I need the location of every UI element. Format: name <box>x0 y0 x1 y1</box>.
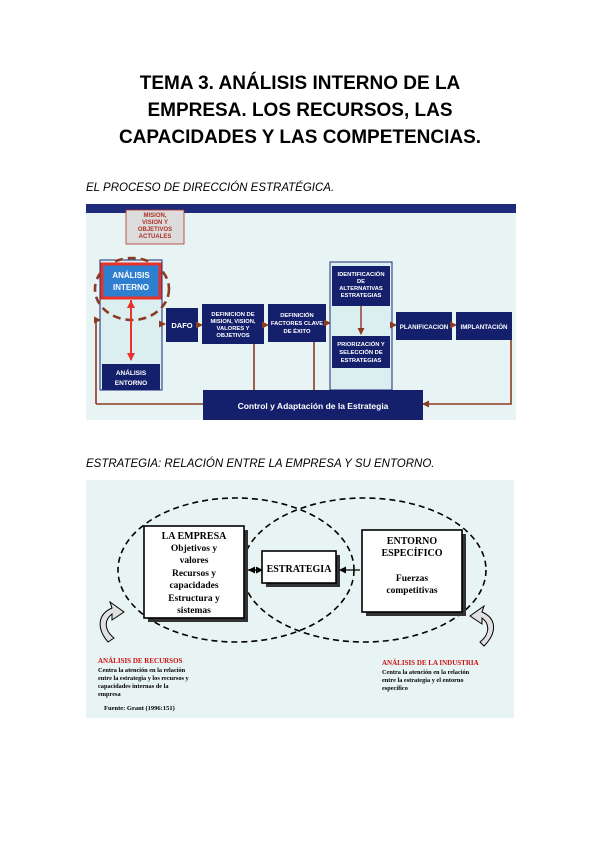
analisis-entorno-line-1: ANÁLISIS <box>116 368 147 377</box>
strategy-environment-diagram: LA EMPRESA Objetivos y valores Recursos … <box>86 480 514 718</box>
planificacion-label: PLANIFICACION <box>400 324 449 331</box>
title-line-2: EMPRESA. LOS RECURSOS, LAS <box>147 100 453 121</box>
environment-ellipse <box>241 497 487 643</box>
analisis-interno-line-2: INTERNO <box>113 283 149 292</box>
analisis-recursos-heading: ANÁLISIS DE RECURSOS <box>98 657 183 665</box>
dafo-label: DAFO <box>171 321 192 330</box>
definicion-mision-line-4: OBJETIVOS <box>216 333 249 339</box>
empresa-line-6: Estructura y <box>168 594 220 604</box>
identificacion-line-3: ALTERNATIVAS <box>339 286 383 292</box>
identificacion-line-2: DE <box>357 279 365 285</box>
entorno-line-1: ENTORNO <box>387 536 438 547</box>
definicion-factores-line-2: FACTORES CLAVE <box>271 321 323 327</box>
mission-line-1: MISION, <box>143 213 166 219</box>
definicion-factores-line-3: DE ÉXITO <box>284 327 311 335</box>
empresa-line-7: sistemas <box>177 606 211 616</box>
entorno-box <box>361 529 463 613</box>
priorizacion-line-3: ESTRATEGIAS <box>341 358 382 364</box>
empresa-box <box>143 525 245 619</box>
priorizacion-line-1: PRIORIZACIÓN Y <box>337 340 385 348</box>
left-curved-arrow-icon <box>99 600 125 643</box>
definicion-mision-line-2: MISION, VISION, <box>210 319 255 325</box>
analisis-interno-line-1: ANÁLISIS <box>112 271 150 280</box>
left-loop-arrow <box>94 316 101 404</box>
mission-vision-box <box>125 209 185 245</box>
analisis-recursos-text-4: empresa <box>98 691 121 698</box>
definicion-mision-box <box>202 304 264 344</box>
priorizacion-box <box>332 336 390 368</box>
title-line-1: TEMA 3. ANÁLISIS INTERNO DE LA <box>139 73 461 94</box>
analisis-recursos-text-1: Centra la atención en la relación <box>98 667 186 674</box>
definicion-factores-box <box>268 304 326 342</box>
estrategia-label: ESTRATEGIA <box>267 564 333 575</box>
analisis-industria-text-3: específico <box>382 685 408 692</box>
control-bar <box>203 390 423 420</box>
implantacion-box <box>456 312 512 340</box>
identificacion-line-4: ESTRATEGIAS <box>341 293 382 299</box>
diagram1-caption: EL PROCESO DE DIRECCIÓN ESTRATÉGICA. <box>86 182 335 194</box>
mission-line-4: ACTUALES <box>139 234 172 240</box>
empresa-line-4: Recursos y <box>172 569 216 579</box>
entorno-line-3: Fuerzas <box>396 574 428 584</box>
dafo-box <box>166 308 198 342</box>
entorno-line-2: ESPECÍFICO <box>381 547 442 559</box>
analisis-entorno-line-2: ENTORNO <box>115 380 147 387</box>
analisis-industria-text-2: entre la estrategia y el entorno <box>382 677 464 684</box>
definicion-mision-line-1: DEFINICION DE <box>211 312 254 318</box>
identificacion-line-1: IDENTIFICACIÓN <box>337 270 384 278</box>
implantacion-label: IMPLANTACIÓN <box>461 323 509 331</box>
definicion-factores-line-1: DEFINICIÓN <box>280 311 314 319</box>
entorno-line-4: competitivas <box>386 586 437 596</box>
mission-line-2: VISION Y <box>142 220 168 226</box>
strategic-process-diagram: MISION, VISION Y OBJETIVOS ACTUALES ANÁL… <box>86 204 516 420</box>
analisis-industria-text-1: Centra la atención en la relación <box>382 669 470 676</box>
identificacion-box <box>332 266 390 306</box>
definicion-mision-line-3: VALORES Y <box>217 326 250 332</box>
right-return-arrow <box>422 332 512 408</box>
analisis-recursos-text-2: entre la estrategia y los recursos y <box>98 675 190 682</box>
diagram2-caption: ESTRATEGIA: RELACIÓN ENTRE LA EMPRESA Y … <box>86 458 435 470</box>
empresa-line-3: valores <box>180 556 209 566</box>
analisis-recursos-text-3: capacidades internas de la <box>98 683 169 690</box>
mission-line-3: OBJETIVOS <box>138 227 172 233</box>
analisis-industria-heading: ANÁLISIS DE LA INDUSTRIA <box>382 659 479 667</box>
planificacion-box <box>396 312 452 340</box>
empresa-line-1: LA EMPRESA <box>162 531 228 542</box>
analisis-interno-box <box>100 262 162 300</box>
right-curved-arrow-icon <box>469 604 494 647</box>
priorizacion-line-2: SELECCIÓN DE <box>339 348 383 356</box>
estrategia-box <box>261 550 337 584</box>
page-title: TEMA 3. ANÁLISIS INTERNO DE LA EMPRESA. … <box>60 70 540 151</box>
empresa-line-2: Objetivos y <box>171 544 217 554</box>
empresa-line-5: capacidades <box>169 581 218 591</box>
diagram1-header-bar <box>86 204 516 213</box>
title-line-3: CAPACIDADES Y LAS COMPETENCIAS. <box>118 127 482 148</box>
control-label: Control y Adaptación de la Estrategia <box>238 401 389 411</box>
analisis-entorno-box <box>102 364 160 390</box>
source-note: Fuente: Grant (1996:151) <box>104 705 175 712</box>
